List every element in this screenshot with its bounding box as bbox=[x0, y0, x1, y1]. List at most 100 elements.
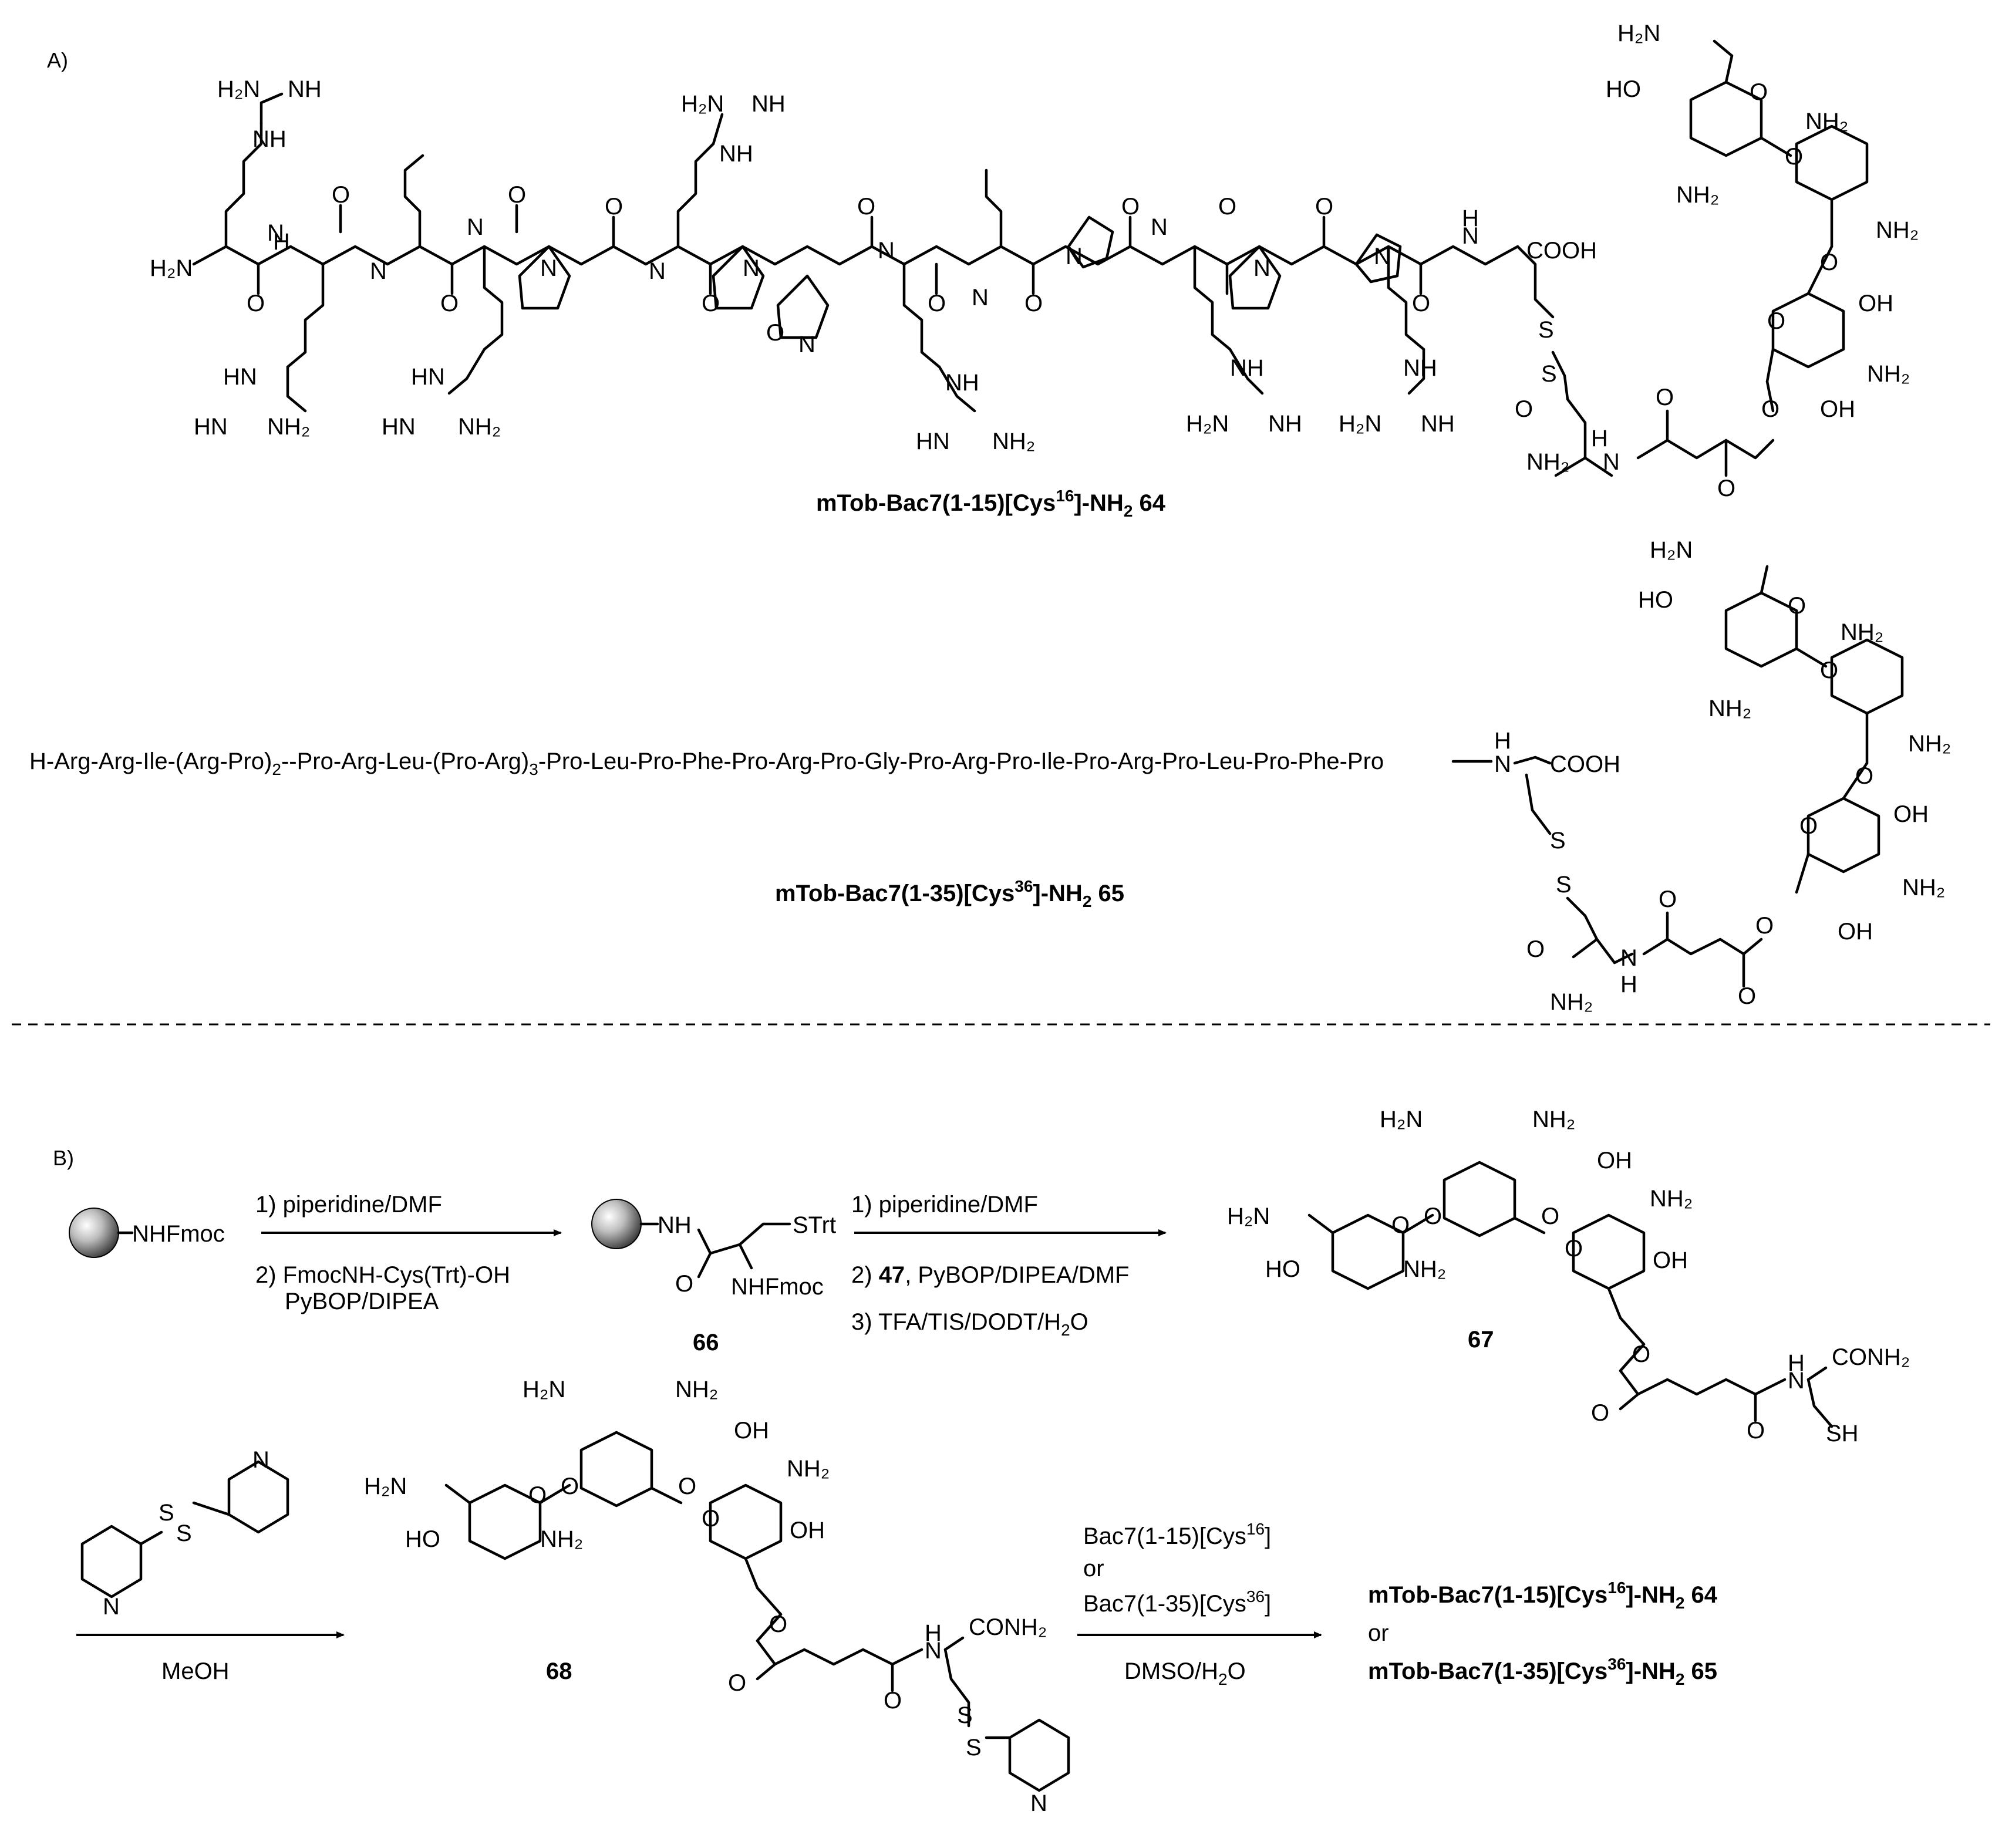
svg-text:O: O bbox=[1717, 476, 1735, 501]
peptide-64-backbone bbox=[192, 92, 1775, 477]
svg-text:OH: OH bbox=[1858, 291, 1893, 316]
svg-text:HN: HN bbox=[382, 414, 416, 440]
svg-text:O: O bbox=[1515, 396, 1533, 422]
compound-64-caption: mTob-Bac7(1-15)[Cys16]-NH2 64 bbox=[816, 487, 1166, 520]
compound-67: H₂N NH₂ H₂N O O HO NH₂ O OH NH₂ OH O O O… bbox=[1227, 1107, 1910, 1446]
svg-text:NH: NH bbox=[1230, 355, 1264, 381]
tobramycin-64: H₂N HO O NH₂ NH₂ O NH₂ O O OH NH₂ OH bbox=[1606, 21, 1919, 422]
svg-text:O: O bbox=[1799, 813, 1818, 839]
svg-text:NH₂: NH₂ bbox=[1650, 1186, 1693, 1212]
svg-text:O: O bbox=[857, 194, 875, 220]
svg-text:O: O bbox=[605, 194, 623, 220]
svg-text:H: H bbox=[1788, 1350, 1805, 1376]
compound-68: H₂N NH₂ H₂N O O HO NH₂ O OH NH₂ OH O O O… bbox=[364, 1377, 1070, 1816]
svg-text:NH₂: NH₂ bbox=[1526, 449, 1569, 475]
svg-text:O: O bbox=[508, 182, 526, 208]
svg-text:O: O bbox=[1218, 194, 1236, 220]
svg-text:H₂N: H₂N bbox=[523, 1377, 565, 1402]
svg-text:O: O bbox=[1121, 194, 1140, 220]
svg-text:OH: OH bbox=[1597, 1148, 1632, 1173]
step3-condition: MeOH bbox=[161, 1658, 230, 1684]
svg-text:OH: OH bbox=[790, 1517, 825, 1543]
svg-text:N: N bbox=[370, 258, 387, 284]
svg-text:NH₂: NH₂ bbox=[1532, 1107, 1575, 1132]
svg-text:H₂N: H₂N bbox=[681, 91, 724, 117]
svg-text:HN: HN bbox=[223, 364, 257, 390]
compound-65-caption: mTob-Bac7(1-35)[Cys36]-NH2 65 bbox=[775, 877, 1124, 910]
svg-text:O: O bbox=[1424, 1203, 1442, 1229]
svg-text:66: 66 bbox=[693, 1330, 719, 1355]
svg-text:NH₂: NH₂ bbox=[1841, 619, 1883, 645]
svg-text:H: H bbox=[1494, 728, 1511, 754]
svg-text:NH: NH bbox=[658, 1212, 692, 1238]
svg-text:N: N bbox=[540, 255, 557, 281]
step2-condition-1: 1) piperidine/DMF bbox=[851, 1192, 1038, 1218]
svg-text:NH₂: NH₂ bbox=[1876, 217, 1919, 243]
svg-text:O: O bbox=[884, 1688, 902, 1714]
svg-text:O: O bbox=[1750, 79, 1768, 105]
svg-text:NH₂: NH₂ bbox=[1902, 875, 1945, 901]
svg-text:NH₂: NH₂ bbox=[992, 429, 1035, 454]
svg-text:N: N bbox=[267, 220, 284, 246]
svg-text:N: N bbox=[649, 258, 666, 284]
svg-text:H: H bbox=[273, 229, 290, 255]
svg-text:O: O bbox=[1412, 291, 1430, 316]
svg-text:S: S bbox=[1556, 872, 1572, 898]
product-65-label: mTob-Bac7(1-35)[Cys36]-NH2 65 bbox=[1368, 1655, 1717, 1688]
svg-text:N: N bbox=[1462, 223, 1479, 249]
svg-text:O: O bbox=[1591, 1400, 1609, 1426]
svg-text:N: N bbox=[1066, 244, 1083, 269]
svg-text:S: S bbox=[176, 1520, 192, 1546]
step1-condition-2: 2) FmocNH-Cys(Trt)-OH bbox=[255, 1262, 510, 1288]
svg-text:O: O bbox=[1767, 308, 1785, 334]
svg-text:NH₂: NH₂ bbox=[1908, 731, 1951, 757]
svg-text:O: O bbox=[1565, 1236, 1583, 1262]
svg-text:O: O bbox=[1755, 913, 1774, 939]
svg-text:HN: HN bbox=[916, 429, 950, 454]
svg-text:NH: NH bbox=[1268, 411, 1302, 437]
svg-text:SH: SH bbox=[1826, 1421, 1859, 1446]
svg-text:HO: HO bbox=[1606, 76, 1641, 102]
svg-text:OH: OH bbox=[1838, 919, 1873, 945]
svg-text:O: O bbox=[1747, 1418, 1765, 1444]
svg-text:CONH₂: CONH₂ bbox=[969, 1614, 1047, 1640]
svg-text:NH: NH bbox=[252, 126, 287, 152]
svg-text:H₂N: H₂N bbox=[1380, 1107, 1423, 1132]
svg-text:NH₂: NH₂ bbox=[1403, 1256, 1446, 1282]
svg-text:O: O bbox=[1656, 385, 1674, 410]
svg-text:STrt: STrt bbox=[793, 1212, 836, 1238]
panel-a-label: A) bbox=[47, 48, 68, 72]
svg-text:NH₂: NH₂ bbox=[1867, 361, 1910, 387]
panel-b-label: B) bbox=[53, 1146, 74, 1170]
svg-text:O: O bbox=[1315, 194, 1333, 220]
svg-text:O: O bbox=[1788, 593, 1806, 619]
resin-bead-66-icon bbox=[591, 1199, 642, 1249]
peptide-65-sequence: H-Arg-Arg-Ile-(Arg-Pro)2--Pro-Arg-Leu-(P… bbox=[29, 748, 1384, 778]
svg-text:COOH: COOH bbox=[1550, 751, 1620, 777]
svg-text:H₂N: H₂N bbox=[1186, 411, 1229, 437]
svg-text:H₂N: H₂N bbox=[150, 255, 193, 281]
tobramycin-65: H₂N HO O NH₂ NH₂ O NH₂ O O OH NH₂ OH bbox=[1638, 537, 1951, 945]
svg-text:NH: NH bbox=[1421, 411, 1455, 437]
svg-text:O: O bbox=[728, 1670, 746, 1696]
resin-bead-icon bbox=[69, 1208, 119, 1258]
step2-condition-3: 3) TFA/TIS/DODT/H2O bbox=[851, 1309, 1088, 1339]
svg-text:N: N bbox=[103, 1594, 120, 1620]
svg-text:H: H bbox=[1462, 205, 1479, 231]
svg-text:NHFmoc: NHFmoc bbox=[731, 1274, 824, 1300]
svg-text:S: S bbox=[1538, 317, 1554, 343]
svg-text:N: N bbox=[1030, 1790, 1047, 1816]
svg-text:NH₂: NH₂ bbox=[540, 1526, 583, 1552]
svg-text:S: S bbox=[1541, 361, 1557, 387]
svg-text:O: O bbox=[1024, 291, 1043, 316]
svg-text:H₂N: H₂N bbox=[1227, 1203, 1270, 1229]
svg-text:HN: HN bbox=[194, 414, 228, 440]
svg-text:O: O bbox=[702, 291, 720, 316]
svg-text:S: S bbox=[957, 1702, 973, 1728]
svg-text:NH₂: NH₂ bbox=[267, 414, 310, 440]
svg-text:S: S bbox=[1550, 828, 1566, 854]
svg-text:N: N bbox=[972, 285, 989, 311]
svg-text:NH₂: NH₂ bbox=[787, 1456, 830, 1482]
svg-text:H₂N: H₂N bbox=[364, 1473, 407, 1499]
svg-text:NH: NH bbox=[945, 370, 979, 396]
